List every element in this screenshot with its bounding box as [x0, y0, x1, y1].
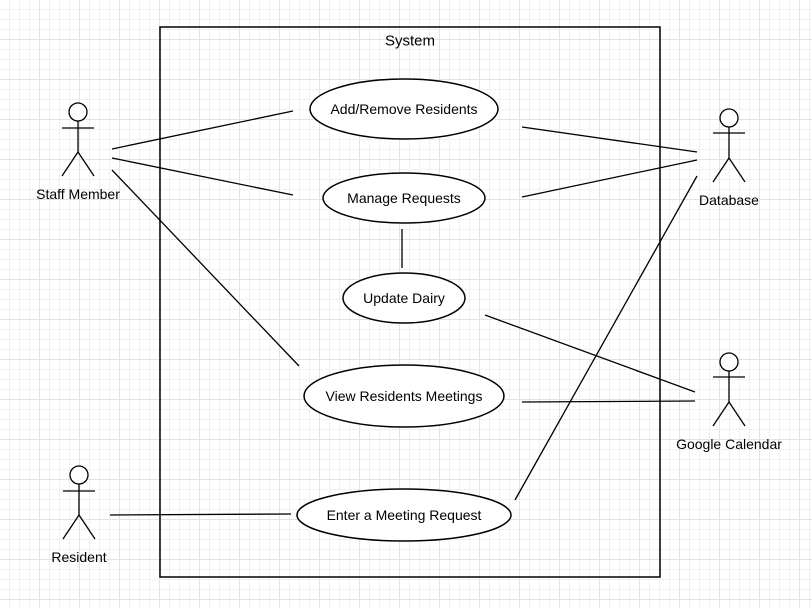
system-title: System: [384, 32, 436, 50]
actor-label-database: Database: [699, 192, 759, 208]
association-manage-requests-database: [521, 159, 698, 198]
use-case-view-residents-meetings[interactable]: [303, 364, 505, 428]
actor-google-calendar-figure[interactable]: [712, 352, 746, 427]
association-update-dairy-google-calendar: [484, 314, 696, 393]
use-case-enter-meeting-request[interactable]: [296, 488, 512, 542]
use-case-label-update-dairy: Update Dairy: [363, 290, 445, 306]
use-case-add-remove-residents[interactable]: [309, 78, 499, 140]
actor-label-resident: Resident: [51, 549, 107, 565]
association-enter-request-database: [514, 175, 698, 501]
actor-staff-member-figure[interactable]: [61, 102, 95, 177]
associations: [109, 110, 698, 516]
actor-database-figure[interactable]: [712, 108, 746, 183]
system-boundary: [159, 26, 661, 578]
actor-resident-figure[interactable]: [62, 465, 96, 540]
association-resident-enter-request: [109, 513, 292, 516]
use-case-label-enter-request: Enter a Meeting Request: [326, 507, 482, 523]
association-staff-view-meetings: [111, 169, 300, 367]
association-view-meetings-google-calendar: [521, 400, 696, 403]
use-case-label-add-remove: Add/Remove Residents: [330, 101, 478, 117]
association-add-remove-database: [521, 126, 698, 153]
use-case-label-manage-requests: Manage Requests: [347, 190, 461, 206]
use-case-update-dairy[interactable]: [342, 272, 466, 324]
actor-label-staff-member: Staff Member: [36, 186, 120, 202]
association-staff-add-remove: [111, 110, 294, 150]
association-staff-manage-requests: [111, 157, 294, 196]
use-case-label-view-meetings: View Residents Meetings: [325, 388, 483, 404]
use-case-manage-requests[interactable]: [322, 172, 486, 224]
actor-label-google-calendar: Google Calendar: [676, 436, 782, 452]
